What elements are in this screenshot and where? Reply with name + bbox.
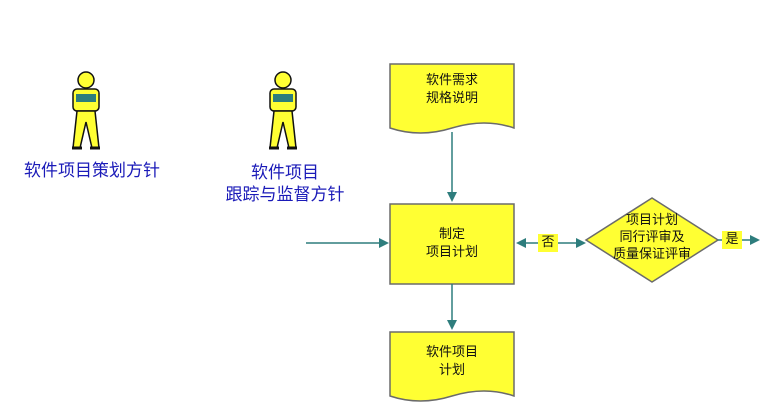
review-decision-diamond: [584, 197, 720, 283]
make-plan-line1: 制定: [438, 227, 465, 242]
requirements-line2: 规格说明: [425, 91, 478, 106]
review-line3: 质量保证评审: [612, 247, 691, 262]
review-line1: 项目计划: [625, 213, 678, 228]
person-icon: [269, 71, 297, 150]
actor-label-tracking-line1: 软件项目: [251, 163, 319, 183]
plan-document-label: 软件项目 计划: [390, 344, 514, 380]
plan-document-shape: [389, 331, 515, 402]
edge-label-yes: 是: [722, 231, 742, 249]
person-icon: [72, 71, 100, 150]
make-plan-line2: 项目计划: [425, 245, 478, 260]
review-decision-label: 项目计划 同行评审及 质量保证评审: [586, 212, 718, 263]
actor-label-tracking-policy: 软件项目 跟踪与监督方针: [200, 162, 370, 206]
make-plan-label: 制定 项目计划: [390, 226, 514, 262]
requirements-line1: 软件需求: [425, 73, 478, 88]
requirements-document-shape: [389, 63, 515, 134]
actor-label-tracking-line2: 跟踪与监督方针: [225, 185, 345, 205]
plan-doc-line2: 计划: [438, 363, 465, 378]
actor-label-planning-policy: 软件项目策划方针: [24, 161, 160, 181]
review-line2: 同行评审及: [619, 230, 685, 245]
edge-label-no: 否: [538, 234, 558, 252]
plan-doc-line1: 软件项目: [425, 345, 478, 360]
requirements-document-label: 软件需求 规格说明: [390, 72, 514, 108]
